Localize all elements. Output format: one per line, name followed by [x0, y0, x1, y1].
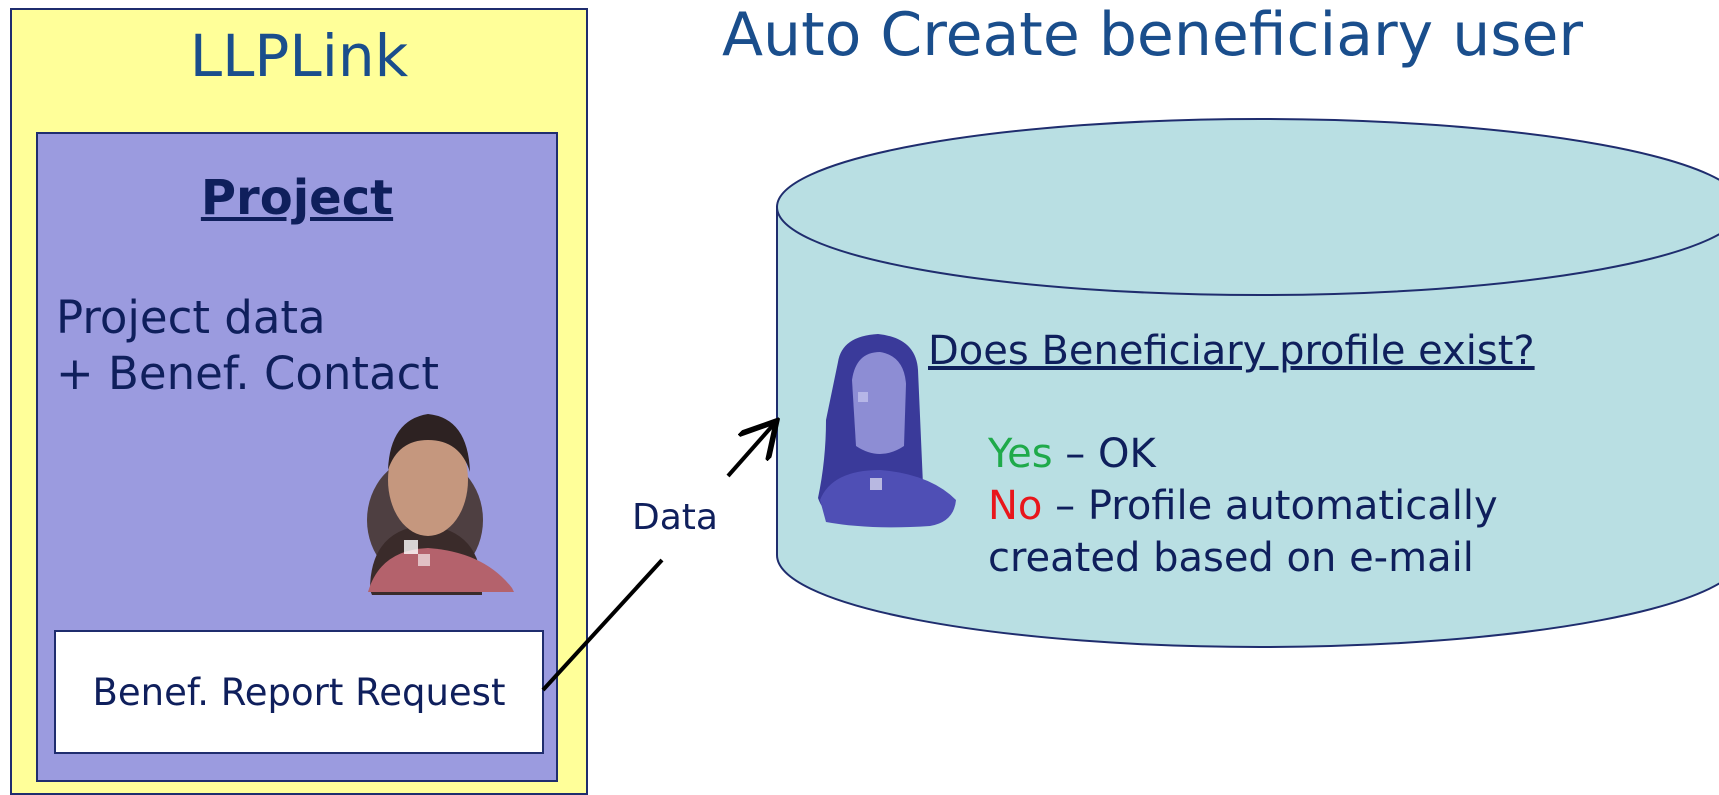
- diagram-title: Auto Create beneficiary user: [722, 0, 1584, 70]
- project-title: Project: [200, 170, 394, 226]
- answers-block: Yes – OK No – Profile automatically crea…: [988, 428, 1498, 584]
- no-answer: No – Profile automatically: [988, 480, 1498, 532]
- database-cylinder: [776, 118, 1719, 648]
- data-flow-arrow: [541, 424, 774, 692]
- beneficiary-profile-person-icon: [818, 334, 956, 528]
- benef-report-request-box: Benef. Report Request: [54, 630, 544, 754]
- benef-report-request-label: Benef. Report Request: [92, 670, 506, 714]
- no-result: – Profile automatically: [1042, 483, 1498, 529]
- yes-result: – OK: [1052, 431, 1156, 477]
- yes-answer: Yes – OK: [988, 428, 1498, 480]
- llplink-title: LLPLink: [189, 22, 409, 90]
- benef-contact-line: + Benef. Contact: [56, 347, 440, 400]
- beneficiary-contact-person-icon: [367, 414, 514, 595]
- profile-exists-question: Does Beneficiary profile exist?: [928, 328, 1535, 374]
- project-data-line: Project data: [56, 291, 326, 344]
- project-data-text: Project data + Benef. Contact: [56, 290, 439, 402]
- yes-word: Yes: [988, 431, 1053, 477]
- no-word: No: [988, 483, 1043, 529]
- no-result-line2: created based on e-mail: [988, 535, 1474, 581]
- data-flow-label: Data: [632, 497, 718, 538]
